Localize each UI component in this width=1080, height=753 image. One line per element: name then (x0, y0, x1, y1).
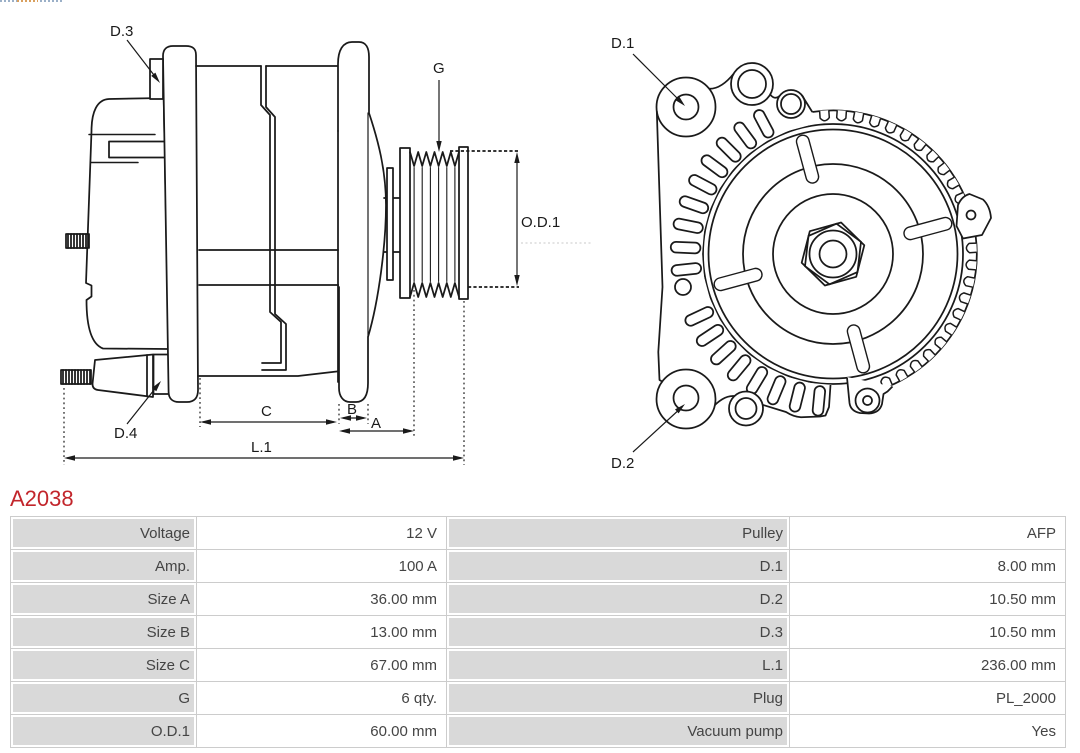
svg-text:B: B (347, 401, 357, 418)
svg-text:D.1: D.1 (611, 35, 634, 52)
svg-text:D.2: D.2 (611, 455, 634, 472)
svg-text:C: C (261, 403, 272, 420)
svg-text:D.4: D.4 (114, 425, 137, 442)
svg-text:D.3: D.3 (110, 23, 133, 40)
svg-text:G: G (433, 60, 445, 77)
svg-text:L.1: L.1 (251, 439, 272, 456)
svg-text:O.D.1: O.D.1 (521, 214, 560, 231)
svg-text:A: A (371, 415, 381, 432)
